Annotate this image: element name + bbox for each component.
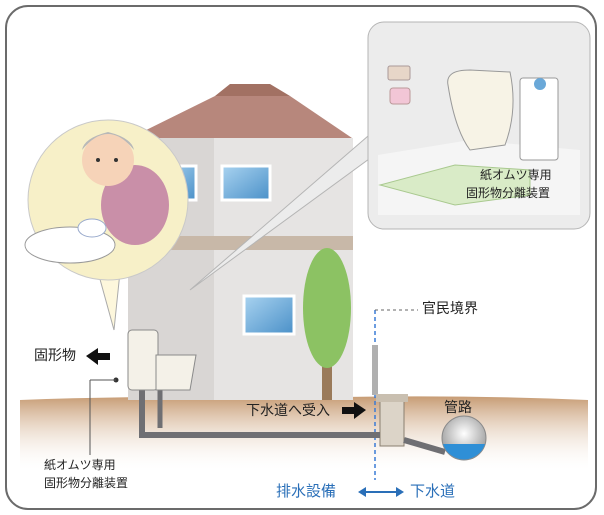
inset-device-label-1: 紙オムツ専用 (480, 168, 552, 182)
inset-device-label-2: 固形物分離装置 (466, 186, 551, 200)
caregiver-face (82, 134, 134, 186)
separation-device-tank (127, 329, 159, 391)
boundary-post (372, 345, 378, 395)
inspection-box-lid (376, 394, 408, 402)
inset-mat (378, 164, 531, 206)
pipe-label: 管路 (444, 400, 472, 416)
drainage-facility-label: 排水設備 (276, 482, 337, 500)
house-floor-band (128, 236, 353, 250)
sewer-label: 下水道 (410, 482, 456, 500)
diaper-item (77, 218, 107, 238)
sewer-receive-label: 下水道へ受入 (246, 403, 330, 419)
roof-ridge (215, 84, 290, 96)
boundary-label: 官民境界 (422, 301, 478, 317)
window-upper-mid (220, 164, 272, 202)
sewer-water (443, 444, 485, 460)
sewer-arrow-icon (342, 402, 366, 419)
roof (130, 96, 352, 138)
tree-trunk (322, 355, 332, 400)
inset-paper-holder (389, 87, 411, 105)
bidirectional-arrow-icon (358, 487, 404, 497)
device-label-2: 固形物分離装置 (44, 476, 129, 490)
inset-separation-device (519, 77, 559, 161)
device-label-1: 紙オムツ専用 (44, 458, 116, 472)
separation-device-bowl (155, 354, 197, 391)
inspection-box (379, 397, 405, 447)
drain-pipe-main (139, 388, 380, 438)
tree-crown (303, 248, 351, 368)
inset-toilet (447, 69, 514, 151)
caregiver-body (101, 165, 169, 245)
solids-arrow-icon (86, 348, 110, 365)
sewer-connection-pipe (403, 437, 446, 455)
caregiver-eye-right (114, 158, 118, 162)
caregiver-hair (82, 132, 134, 150)
inset-device-indicator (534, 78, 546, 90)
inset-control-panel (387, 65, 411, 81)
window-lower (242, 294, 296, 336)
caregiver-eye-left (96, 158, 100, 162)
solids-label: 固形物 (34, 348, 76, 364)
